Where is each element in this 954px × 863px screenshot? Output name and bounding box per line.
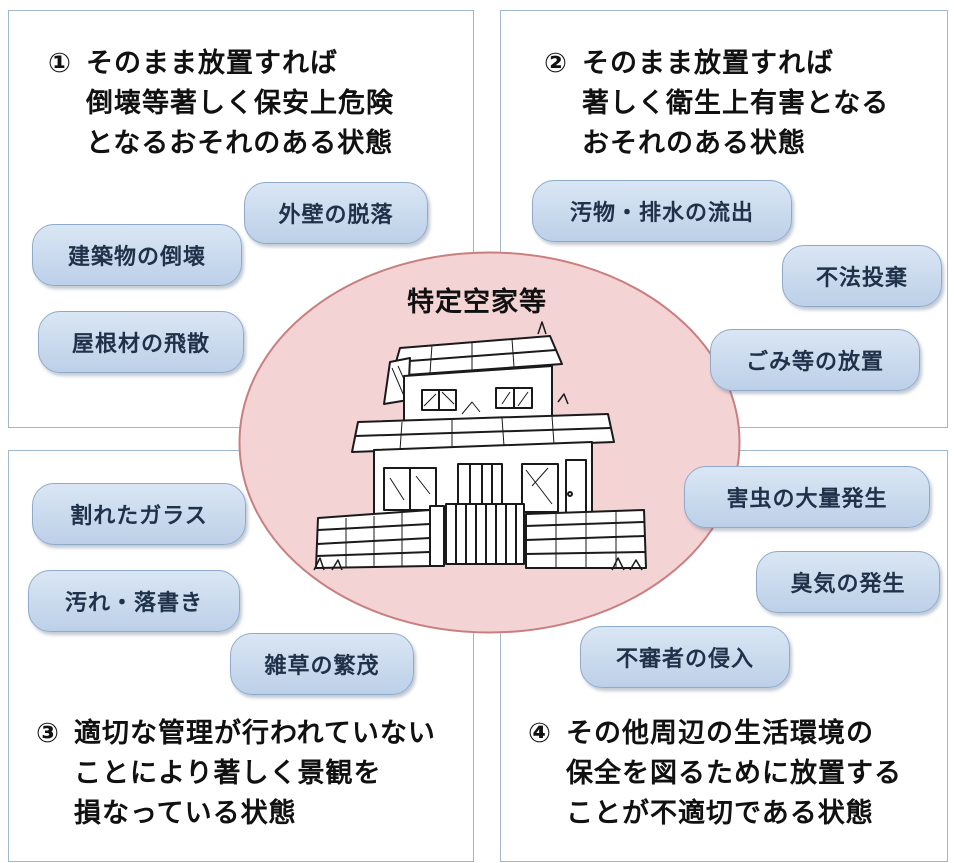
center-title: 特定空家等 (407, 287, 547, 318)
quadrant-3-number: ③ (36, 718, 60, 749)
tag-intruder: 不審者の侵入 (580, 626, 790, 688)
quadrant-4-caption: ④ その他周辺の生活環境の 保全を図るために放置する ことが不適切である状態 (528, 714, 902, 834)
quadrant-1-line-3: となるおそれのある状態 (86, 128, 394, 159)
quadrant-1-caption: ① そのまま放置すれば 倒壊等著しく保安上危険 となるおそれのある状態 (48, 44, 394, 164)
quadrant-2-number: ② (544, 48, 568, 79)
quadrant-3-caption: ③ 適切な管理が行われていない ことにより著しく景観を 損なっている状態 (36, 714, 436, 834)
quadrant-3-line-2: ことにより著しく景観を (74, 758, 382, 789)
tag-illegal-dumping: 不法投棄 (782, 245, 942, 307)
tag-graffiti: 汚れ・落書き (28, 570, 240, 632)
tag-roof-scattering: 屋根材の飛散 (38, 311, 244, 373)
tag-broken-glass: 割れたガラス (32, 483, 246, 545)
tag-odor: 臭気の発生 (756, 551, 940, 613)
quadrant-4-line-1: その他周辺の生活環境の (566, 718, 874, 749)
quadrant-2-caption: ② そのまま放置すれば 著しく衛生上有害となる おそれのある状態 (544, 44, 889, 164)
quadrant-3-line-1: 適切な管理が行われていない (74, 718, 436, 749)
quadrant-4-number: ④ (528, 718, 552, 749)
quadrant-4-line-2: 保全を図るために放置する (566, 758, 902, 789)
tag-pest-outbreak: 害虫の大量発生 (684, 466, 930, 528)
tag-weed-overgrowth: 雑草の繁茂 (230, 633, 414, 695)
quadrant-1-line-2: 倒壊等著しく保安上危険 (86, 88, 394, 119)
quadrant-4-line-3: ことが不適切である状態 (566, 798, 874, 829)
quadrant-1-number: ① (48, 48, 72, 79)
tag-exterior-wall-falling: 外壁の脱落 (244, 182, 428, 244)
quadrant-2-line-3: おそれのある状態 (582, 128, 806, 159)
quadrant-2-line-1: そのまま放置すれば (582, 48, 834, 79)
tag-building-collapse: 建築物の倒壊 (32, 224, 242, 286)
quadrant-2-line-2: 著しく衛生上有害となる (582, 88, 890, 119)
tag-garbage-neglect: ごみ等の放置 (710, 329, 920, 391)
quadrant-1-line-1: そのまま放置すれば (86, 48, 338, 79)
quadrant-3-line-3: 損なっている状態 (74, 798, 297, 829)
tag-waste-discharge: 汚物・排水の流出 (532, 180, 792, 242)
abandoned-house-illustration (313, 321, 647, 571)
